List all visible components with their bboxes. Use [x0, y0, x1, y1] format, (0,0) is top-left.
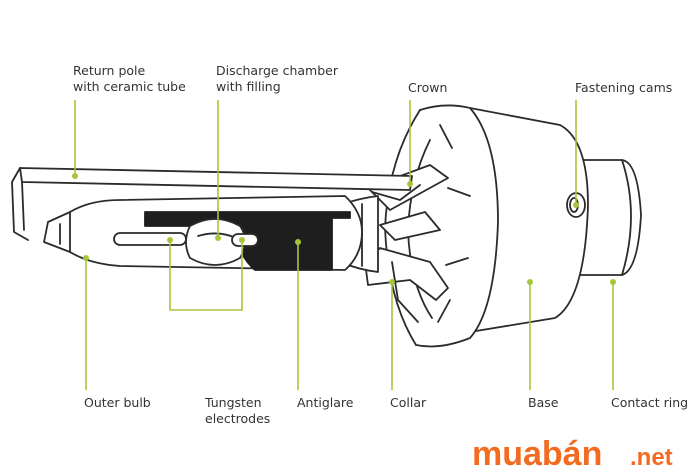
label-return-pole-line2: with ceramic tube — [73, 79, 186, 94]
labels: Return pole with ceramic tube Discharge … — [73, 63, 688, 426]
leader-dot — [527, 279, 533, 285]
leader-tungsten-electrodes — [169, 240, 243, 311]
label-contact-ring: Contact ring — [611, 395, 688, 410]
label-tungsten-electrodes-line2: electrodes — [205, 411, 270, 426]
label-discharge-chamber-line2: with filling — [216, 79, 281, 94]
leader-dot — [295, 239, 301, 245]
leader-dot — [83, 255, 89, 261]
leader-dot — [407, 181, 413, 187]
label-tungsten-electrodes: Tungsten electrodes — [204, 395, 270, 426]
leader-dot — [573, 202, 579, 208]
leader-dots — [72, 173, 616, 285]
label-collar: Collar — [390, 395, 427, 410]
leader-dot — [167, 237, 173, 243]
base-shape — [469, 107, 589, 333]
return-pole-shape — [11, 167, 413, 241]
label-tungsten-electrodes-line1: Tungsten — [204, 395, 262, 410]
watermark-tld: .net — [630, 444, 673, 471]
leader-dot — [72, 173, 78, 179]
label-return-pole-line1: Return pole — [73, 63, 146, 78]
label-discharge-chamber: Discharge chamber with filling — [216, 63, 342, 94]
watermark-brand: muabán — [472, 435, 602, 472]
label-base: Base — [528, 395, 559, 410]
leader-lines — [74, 100, 614, 390]
label-antiglare: Antiglare — [297, 395, 354, 410]
label-crown: Crown — [408, 80, 447, 95]
leader-dot — [215, 235, 221, 241]
label-discharge-chamber-line1: Discharge chamber — [216, 63, 339, 78]
leader-dot — [610, 279, 616, 285]
label-outer-bulb: Outer bulb — [84, 395, 151, 410]
leader-dot — [239, 237, 245, 243]
leader-dot — [389, 279, 395, 285]
label-return-pole: Return pole with ceramic tube — [73, 63, 186, 94]
watermark-logo: muabán .net — [472, 435, 673, 472]
label-fastening-cams: Fastening cams — [575, 80, 672, 95]
bulb-drawing — [11, 104, 642, 348]
